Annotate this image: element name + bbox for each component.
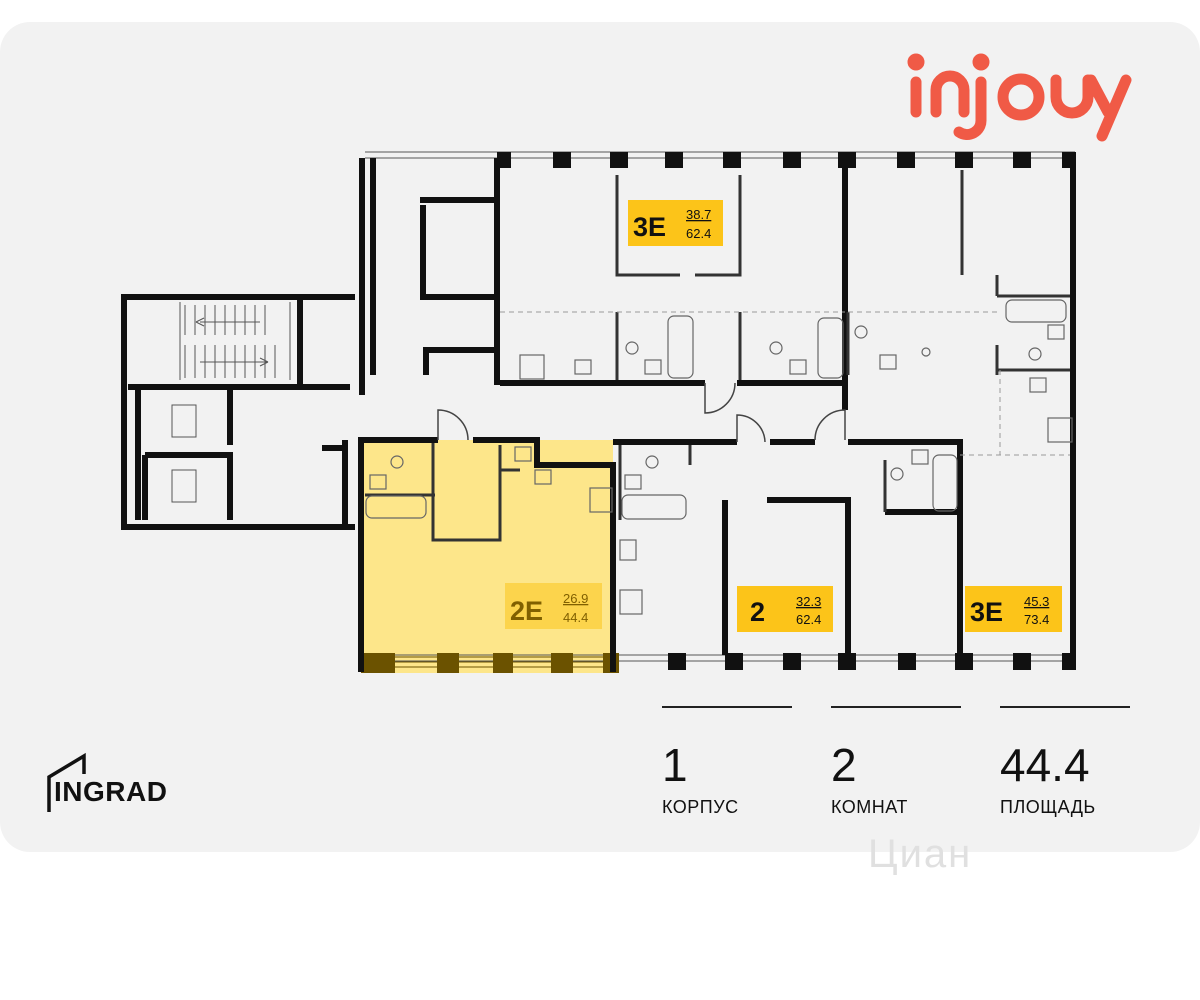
stat-divider [1000, 706, 1130, 708]
unit-living-area: 45.3 [1024, 594, 1049, 609]
room-dividers [500, 311, 1070, 456]
developer-name: INGRAD [54, 776, 168, 807]
fixtures [365, 299, 1073, 615]
area-label: ПЛОЩАДЬ [1000, 797, 1096, 817]
rooms-label: КОМНАТ [831, 797, 908, 817]
unit-tag-4[interactable]: 3E 45.3 73.4 [965, 586, 1062, 632]
stat-divider [831, 706, 961, 708]
injoy-logo [907, 53, 1132, 142]
unit-living-area: 32.3 [796, 594, 821, 609]
unit-total-area: 44.4 [563, 610, 588, 625]
area-value: 44.4 [1000, 739, 1090, 791]
columns-top [497, 152, 1076, 168]
unit-total-area: 73.4 [1024, 612, 1049, 627]
elevators [171, 404, 197, 503]
unit-living-area: 38.7 [686, 207, 711, 222]
watermark: Циан [868, 832, 973, 876]
unit-type: 2 [750, 597, 765, 627]
thin-walls [365, 170, 1070, 542]
highlight-window-lines [361, 656, 613, 668]
unit-tag-3[interactable]: 2 32.3 62.4 [737, 586, 833, 632]
door-swings [437, 382, 846, 443]
columns-bottom [668, 653, 1076, 670]
ingrad-logo-icon [47, 752, 86, 812]
building-value: 1 [662, 739, 688, 791]
unit-tag-2[interactable]: 2E 26.9 44.4 [505, 583, 602, 629]
unit-total-area: 62.4 [796, 612, 821, 627]
unit-type: 3E [970, 597, 1003, 627]
stat-divider [662, 706, 792, 708]
unit-type: 2E [510, 596, 543, 626]
unit-total-area: 62.4 [686, 226, 711, 241]
stairs [179, 302, 291, 380]
unit-type: 3E [633, 212, 666, 242]
building-label: КОРПУС [662, 797, 739, 817]
unit-living-area: 26.9 [563, 591, 588, 606]
walls [121, 158, 1076, 672]
highlighted-apartment[interactable] [361, 440, 613, 673]
rooms-value: 2 [831, 739, 857, 791]
unit-tag-1[interactable]: 3E 38.7 62.4 [628, 200, 723, 246]
